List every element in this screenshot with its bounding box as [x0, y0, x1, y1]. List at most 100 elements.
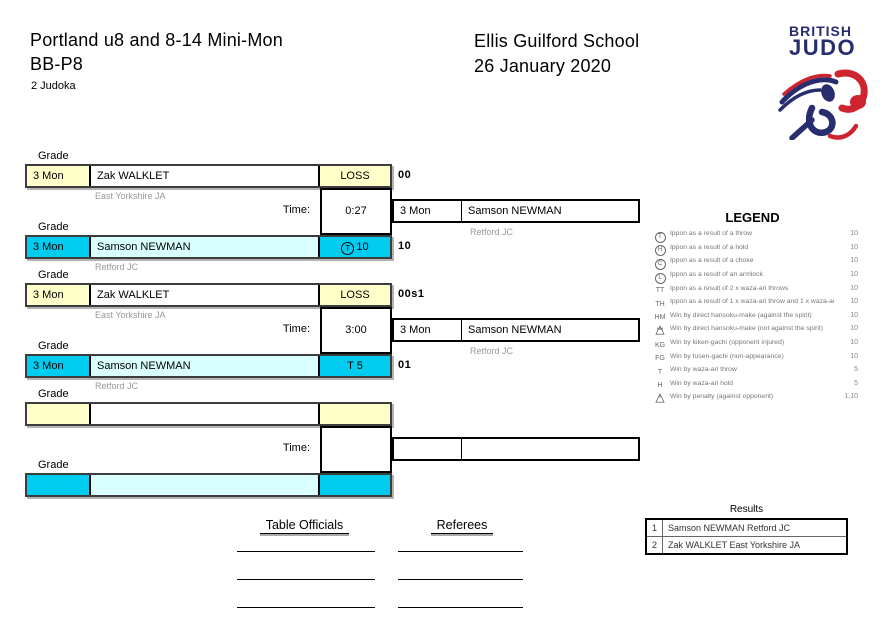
signature-line	[237, 579, 375, 580]
match3-bottom-name	[91, 475, 320, 495]
legend-row: △HM Win by direct hansoku-make (not agai…	[655, 321, 858, 336]
match2-winner-club: Retford JC	[470, 346, 514, 356]
code-HM: HM	[654, 314, 666, 322]
legend-row: C Ippon as a result of a choke 10	[650, 254, 858, 270]
legend-row: T Ippon as a result of a throw 10	[650, 227, 858, 243]
result-rank: 1	[647, 520, 663, 536]
match2-winner-box: 3 Mon Samson NEWMAN	[392, 318, 640, 342]
legend-row: T Win by waza-ari throw 5	[657, 366, 858, 376]
signature-line	[398, 607, 523, 608]
match2-bottom-name: Samson NEWMAN	[91, 356, 320, 376]
event-date: 26 January 2020	[474, 56, 612, 76]
match1-bottom-result-value: 10	[356, 241, 369, 253]
code-FG: FG	[655, 355, 665, 363]
code-KG: KG	[654, 341, 666, 349]
legend-row: H Ippon as a result of a hold 10	[650, 241, 858, 257]
logo-text-british: BRITISH	[789, 23, 852, 39]
table-officials-heading: Table Officials	[232, 518, 377, 534]
ippon-throw-icon: T	[654, 231, 666, 243]
british-judo-figure-icon	[778, 69, 868, 140]
match1-bottom-score: 10	[398, 240, 412, 252]
match3-bottom-row	[25, 473, 392, 497]
results-table: 1 Samson NEWMAN Retford JC 2 Zak WALKLET…	[645, 518, 848, 555]
signature-line	[237, 551, 375, 552]
pool-code: BB-P8	[30, 54, 84, 74]
ippon-choke-icon: C	[654, 258, 666, 270]
match1-top-club: East Yorkshire JA	[95, 191, 166, 201]
legend-row: HM Win by direct hansoku-make (against t…	[654, 311, 858, 322]
match3-winner-name	[462, 439, 638, 459]
match3-time-value	[320, 426, 392, 473]
time-label: Time:	[282, 442, 310, 454]
grade-label: Grade	[38, 340, 69, 352]
signature-line	[398, 551, 523, 552]
time-label: Time:	[282, 204, 310, 216]
match2-bottom-result: T 5	[320, 356, 390, 376]
legend-row: FG Win by fusen-gachi (non-appearance) 1…	[655, 352, 858, 363]
match1-top-row: 3 Mon Zak WALKLET LOSS	[25, 164, 392, 188]
match2-time-value: 3:00	[320, 307, 392, 354]
time-label: Time:	[282, 323, 310, 335]
match1-winner-club: Retford JC	[470, 227, 514, 237]
match3-top-result	[320, 404, 390, 424]
legend-row: L Ippon as a result of an armlock 10	[650, 268, 858, 284]
ippon-throw-icon: T	[341, 242, 355, 255]
legend-row: TH Ippon as a result of 1 x waza-ari thr…	[655, 298, 858, 308]
legend-row: H Win by waza-ari hold 5	[657, 379, 858, 390]
judoka-count: 2 Judoka	[31, 80, 76, 92]
hansoku-make-triangle-icon: △HM	[655, 321, 665, 336]
match1-top-score: 00	[398, 169, 412, 181]
result-text: Samson NEWMAN Retford JC	[668, 523, 791, 533]
signature-line	[237, 607, 375, 608]
match2-top-name: Zak WALKLET	[91, 285, 320, 305]
match3-top-grade	[27, 404, 91, 424]
penalty-triangle-icon: △P	[655, 389, 665, 404]
legend-title: LEGEND	[725, 210, 780, 225]
match3-top-name	[91, 404, 320, 424]
event-title: Portland u8 and 8-14 Mini-Mon	[30, 30, 283, 50]
match2-top-result: LOSS	[320, 285, 390, 305]
match1-time-value: 0:27	[320, 188, 392, 235]
match1-top-name: Zak WALKLET	[91, 166, 320, 186]
match1-top-result: LOSS	[320, 166, 390, 186]
ippon-armlock-icon: L	[654, 272, 666, 284]
code-H: H	[657, 382, 663, 390]
match1-winner-grade: 3 Mon	[394, 201, 462, 221]
code-TT: TT	[655, 287, 665, 295]
match2-top-row: 3 Mon Zak WALKLET LOSS	[25, 283, 392, 307]
match1-bottom-grade: 3 Mon	[27, 237, 91, 257]
grade-label: Grade	[38, 221, 69, 233]
match2-top-score: 00s1	[398, 288, 425, 300]
match1-bottom-name: Samson NEWMAN	[91, 237, 320, 257]
code-T: T	[657, 368, 663, 376]
code-TH: TH	[655, 300, 665, 308]
match2-winner-grade: 3 Mon	[394, 320, 462, 340]
match2-top-grade: 3 Mon	[27, 285, 91, 305]
match2-top-club: East Yorkshire JA	[95, 310, 166, 320]
result-text: Zak WALKLET East Yorkshire JA	[668, 540, 801, 550]
result-row: 2 Zak WALKLET East Yorkshire JA	[647, 536, 846, 553]
grade-label: Grade	[38, 459, 69, 471]
match3-winner-grade	[394, 439, 462, 459]
match2-winner-name: Samson NEWMAN	[468, 324, 562, 336]
logo-text-judo: JUDO	[789, 35, 857, 60]
match3-bottom-result	[320, 475, 390, 495]
match1-top-grade: 3 Mon	[27, 166, 91, 186]
signature-line	[398, 579, 523, 580]
legend: T Ippon as a result of a throw 10 H Ippo…	[650, 227, 858, 404]
result-row: 1 Samson NEWMAN Retford JC	[647, 520, 846, 536]
match2-bottom-club: Retford JC	[95, 381, 139, 391]
legend-row: △P Win by penalty (against opponent) 1,1…	[655, 389, 858, 404]
match2-bottom-grade: 3 Mon	[27, 356, 91, 376]
grade-label: Grade	[38, 150, 69, 162]
ippon-hold-icon: H	[654, 245, 666, 257]
legend-row: TT Ippon as a result of 2 x waza-ari thr…	[655, 284, 858, 295]
match3-winner-box	[392, 437, 640, 461]
legend-row: KG Win by kiken-gachi (opponent injured)…	[654, 339, 858, 349]
referees-heading: Referees	[398, 518, 526, 534]
result-rank: 2	[647, 537, 663, 553]
match3-top-row	[25, 402, 392, 426]
british-judo-logo: BRITISH JUDO	[789, 24, 856, 59]
